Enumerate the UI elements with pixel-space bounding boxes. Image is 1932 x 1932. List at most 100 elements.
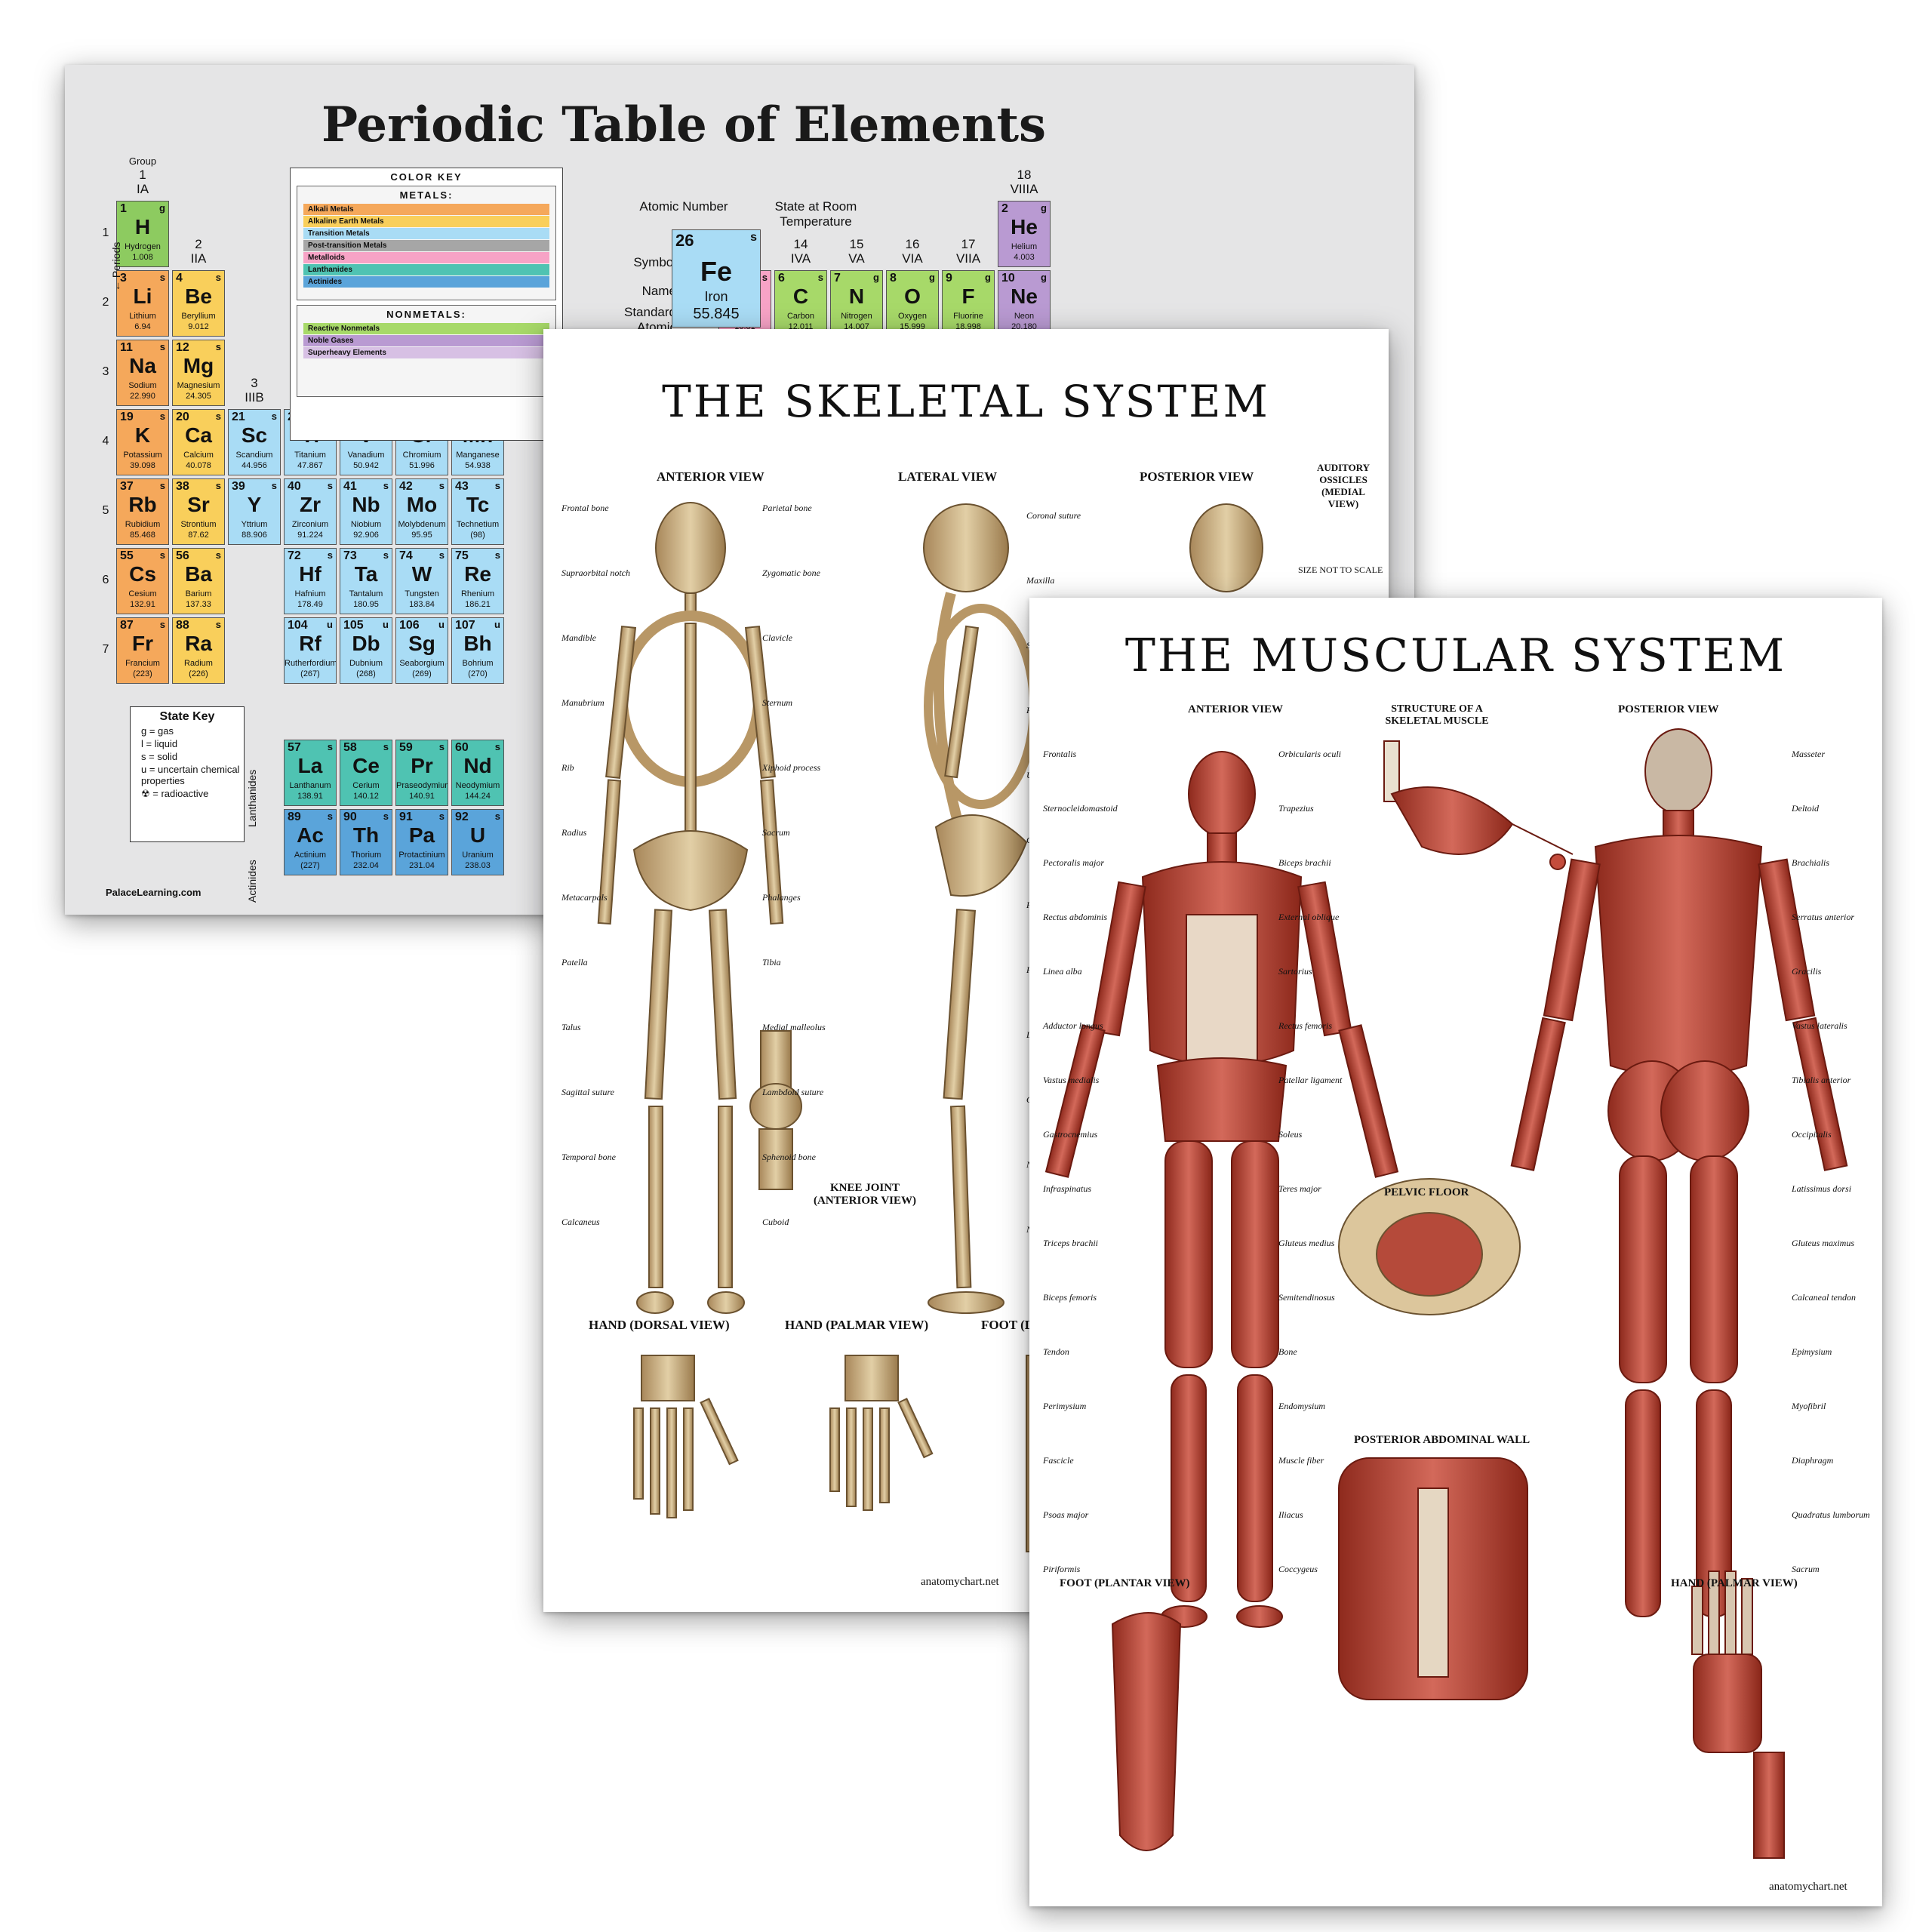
- anatomy-label: Epimysium: [1792, 1346, 1832, 1357]
- element-name: Strontium: [180, 520, 217, 529]
- element-n: 37: [120, 480, 134, 493]
- element-st: s: [159, 480, 165, 491]
- sample-state: s: [750, 231, 757, 244]
- element-m: 40.078: [186, 461, 211, 470]
- element-s: Mg: [183, 354, 214, 377]
- element-st: g: [159, 202, 165, 214]
- element-s: Pr: [411, 754, 433, 777]
- element-m: 144.24: [465, 792, 491, 801]
- element-st: s: [215, 411, 221, 422]
- element-m: 47.867: [297, 461, 323, 470]
- color-key-item: Post-transition Metals: [303, 240, 549, 251]
- element-s: F: [961, 285, 975, 308]
- element-st: s: [215, 341, 221, 352]
- state-key-title: State Key: [159, 710, 215, 723]
- element-m: 95.95: [411, 531, 432, 540]
- element-m: 9.012: [188, 322, 209, 331]
- element-s: Hf: [299, 562, 321, 586]
- element-name: Sodium: [128, 381, 157, 390]
- element-st: s: [494, 480, 500, 491]
- element-st: s: [438, 741, 445, 752]
- symbol-label: Symbol: [633, 255, 676, 269]
- anatomy-label: Adductor longus: [1043, 1020, 1103, 1031]
- knee-joint: [749, 1030, 802, 1190]
- element-st: s: [159, 272, 165, 283]
- element-s: Li: [133, 285, 152, 308]
- element-m: 92.906: [353, 531, 379, 540]
- anatomy-label: Trapezius: [1278, 803, 1314, 814]
- period-number: 7: [102, 643, 109, 656]
- anatomy-label: Talus: [561, 1022, 581, 1032]
- element-name: Molybdenum: [398, 520, 446, 529]
- muscular-title: THE MUSCULAR SYSTEM: [1124, 629, 1787, 682]
- anatomy-label: Quadratus lumborum: [1792, 1509, 1870, 1520]
- element-s: Ne: [1011, 285, 1038, 308]
- group-number: 18: [1017, 168, 1032, 182]
- sk-hand-dorsal-label: HAND (DORSAL VIEW): [589, 1318, 730, 1332]
- posterior-skull: [1189, 503, 1263, 592]
- anatomy-label: Gracilis: [1792, 966, 1822, 977]
- element-st: s: [159, 341, 165, 352]
- anatomy-label: External oblique: [1278, 912, 1340, 922]
- state-label: State at Room Temperature: [774, 199, 857, 229]
- element-n: 73: [343, 549, 357, 562]
- group-roman: VIIIA: [1010, 182, 1038, 196]
- element-n: 20: [176, 411, 189, 423]
- element-name: Helium: [1011, 242, 1038, 251]
- element-n: 3: [120, 272, 127, 285]
- element-s: Mo: [406, 493, 438, 516]
- anatomy-label: Occipitalis: [1792, 1129, 1832, 1140]
- muscle-illustrations: [1044, 728, 1848, 1859]
- element-name: Oxygen: [898, 312, 927, 321]
- group-roman: IIA: [190, 251, 207, 266]
- anatomy-label: Latissimus dorsi: [1792, 1183, 1852, 1194]
- group-number: 3: [251, 376, 258, 390]
- anatomy-label: Triceps brachii: [1043, 1238, 1099, 1248]
- element-s: Y: [247, 493, 262, 516]
- element-m: 88.906: [242, 531, 267, 540]
- period-number: 2: [102, 296, 109, 309]
- element-st: s: [327, 480, 333, 491]
- anatomy-label: Rectus femoris: [1278, 1020, 1332, 1031]
- element-st: s: [271, 411, 277, 422]
- element-s: Rf: [299, 632, 321, 655]
- element-n: 89: [288, 811, 301, 823]
- element-st: s: [494, 741, 500, 752]
- element-st: u: [327, 619, 333, 630]
- sample-symbol: Fe: [700, 256, 732, 287]
- element-name: Rhenium: [460, 589, 495, 598]
- mu-posterior-label: POSTERIOR VIEW: [1618, 703, 1719, 715]
- element-n: 38: [176, 480, 189, 493]
- anatomy-label: Supraorbital notch: [561, 568, 631, 578]
- state-key-row: u = uncertain chemical properties: [141, 764, 240, 786]
- element-n: 60: [455, 741, 469, 754]
- element-st: u: [383, 619, 389, 630]
- element-st: g: [873, 272, 879, 283]
- element-s: N: [848, 285, 865, 308]
- color-key-item: Superheavy Elements: [303, 347, 549, 358]
- element-s: U: [469, 823, 486, 847]
- color-key-item: Alkaline Earth Metals: [303, 216, 549, 227]
- element-m: (227): [300, 861, 320, 870]
- element-s: Ca: [185, 423, 212, 447]
- element-st: s: [817, 272, 823, 283]
- sample-element-cell: 26 s Fe Iron 55.845: [672, 229, 761, 328]
- element-s: He: [1011, 215, 1038, 238]
- element-st: s: [438, 480, 445, 491]
- anatomy-label: Phalanges: [762, 892, 801, 903]
- element-m: (268): [356, 669, 376, 678]
- lateral-skeleton: [923, 503, 1038, 1314]
- anatomy-label: Endomysium: [1278, 1401, 1325, 1411]
- element-s: Ce: [352, 754, 380, 777]
